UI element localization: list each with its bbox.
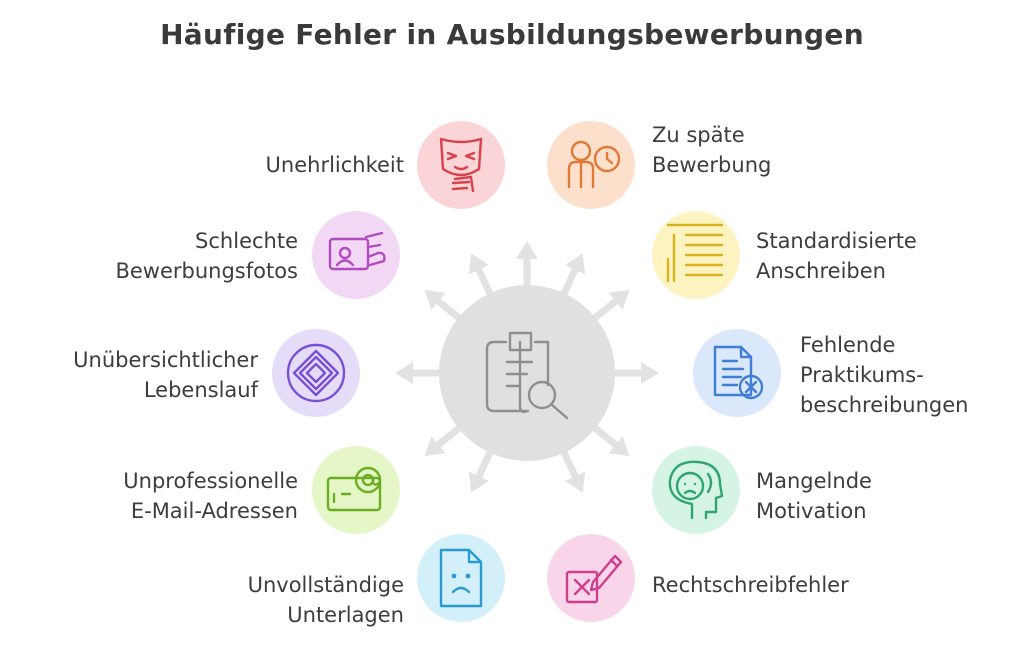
arrow: [560, 449, 586, 493]
arrow: [424, 424, 463, 457]
item-circle: [312, 446, 400, 534]
label-line: Fehlende: [800, 333, 896, 357]
item-circles: [272, 121, 781, 622]
label-line: Praktikums-: [800, 363, 924, 387]
item-standardisierte-anschreiben: [652, 211, 740, 299]
arrow: [468, 253, 494, 297]
item-unprofessionelle-email: [312, 446, 400, 534]
item-circle: [417, 534, 505, 622]
item-rechtschreibfehler: [547, 534, 635, 622]
arrow: [424, 289, 463, 322]
label-line: Unterlagen: [287, 603, 404, 627]
item-mangelnde-motivation: [652, 446, 740, 534]
item-unuebersichtlicher-lebenslauf: [272, 329, 360, 417]
item-unehrlichkeit: [417, 121, 505, 209]
label-line: beschreibungen: [800, 393, 969, 417]
label-rechtschreibfehler: Rechtschreibfehler: [652, 570, 849, 600]
mask-icon: [439, 137, 483, 193]
arrow: [395, 362, 441, 384]
clipboard-search-icon: [485, 331, 569, 420]
arrow: [591, 289, 630, 322]
item-circle: [312, 211, 400, 299]
item-circle: [547, 534, 635, 622]
arrow: [591, 424, 630, 457]
document-x-icon: [713, 345, 764, 400]
item-circle: [417, 121, 505, 209]
item-fehlende-praktikumsbeschreibungen: [693, 329, 781, 417]
label-line: Anschreiben: [756, 259, 886, 283]
label-line: E-Mail-Adressen: [130, 499, 298, 523]
item-unvollstaendige-unterlagen: [417, 534, 505, 622]
arrows: [395, 241, 659, 493]
item-circle: [652, 446, 740, 534]
center-hub: [439, 285, 615, 461]
lines-document-icon: [666, 223, 724, 283]
email-at-icon: [326, 466, 382, 512]
pencil-x-icon: [565, 554, 623, 604]
label-line: Lebenslauf: [143, 378, 258, 402]
label-line: Standardisierte: [756, 229, 917, 253]
arrow: [560, 253, 586, 297]
item-schlechte-bewerbungsfotos: [312, 211, 400, 299]
sad-document-icon: [439, 548, 483, 608]
arrow: [468, 449, 494, 493]
item-circle: [693, 329, 781, 417]
label-line: Unvollständige: [247, 573, 404, 597]
diagram-title: Häufige Fehler in Ausbildungsbewerbungen: [160, 18, 864, 51]
label-line: Rechtschreibfehler: [652, 573, 849, 597]
label-line: Mangelnde: [756, 469, 872, 493]
label-line: Unprofessionelle: [123, 469, 298, 493]
label-unehrlichkeit: Unehrlichkeit: [266, 150, 404, 180]
label-line: Schlechte: [195, 229, 298, 253]
arrow: [613, 362, 659, 384]
label-line: Unehrlichkeit: [265, 153, 404, 177]
label-line: Bewerbung: [652, 153, 772, 177]
person-clock-icon: [567, 140, 621, 189]
arrow: [516, 241, 538, 287]
label-line: Motivation: [756, 499, 867, 523]
sad-head-icon: [668, 460, 724, 520]
label-line: Zu späte: [652, 123, 745, 147]
item-zu-spaete-bewerbung: [547, 121, 635, 209]
item-circle: [272, 329, 360, 417]
photo-card-icon: [328, 231, 386, 271]
label-line: Unübersichtlicher: [73, 348, 258, 372]
maze-icon: [286, 343, 346, 403]
label-line: Bewerbungsfotos: [115, 259, 298, 283]
